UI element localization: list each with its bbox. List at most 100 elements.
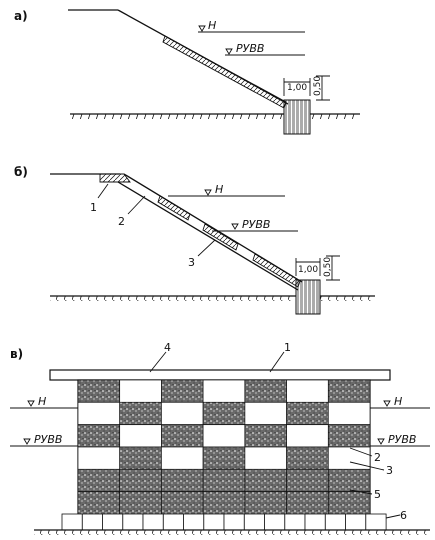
- plinth-block: [223, 513, 245, 531]
- wall-block-filled: [77, 424, 121, 448]
- wall-block-filled: [327, 379, 371, 403]
- wall-block-filled: [244, 468, 287, 492]
- panel-b-protection-1: [157, 195, 191, 221]
- panel-b-ground-hatch: [50, 296, 296, 301]
- wall-block-open: [119, 424, 162, 448]
- panel-b-water-low-marker: [231, 223, 239, 230]
- panel-a-dim-depth: [316, 75, 330, 101]
- panel-b: б) H РУВВ 1,00 0,50 1 2 3: [14, 165, 375, 315]
- panel-c-ground-hatch: [34, 530, 430, 535]
- wall-block-filled: [77, 468, 121, 492]
- panel-a-dim-depth-label: 0,50: [313, 76, 323, 96]
- panel-b-callout-1: 1: [90, 201, 97, 214]
- panel-b-callout-2: 2: [118, 215, 125, 228]
- wall-block-filled: [119, 401, 162, 425]
- panel-c-water-high-marker-right: [383, 400, 391, 407]
- plinth-block: [162, 513, 185, 531]
- panel-c-callout-2-line: [349, 447, 373, 457]
- panel-c-callout-6-line: [385, 514, 401, 519]
- panel-c-callout-5-line: [349, 489, 373, 495]
- wall-block-filled: [202, 491, 246, 515]
- wall-block-filled: [327, 491, 371, 515]
- panel-a: а) H РУВВ 1,00 0,50: [14, 9, 360, 135]
- wall-block-open: [327, 401, 371, 425]
- panel-b-protection-2: [202, 223, 239, 251]
- wall-block-filled: [244, 491, 287, 515]
- wall-block-open: [244, 401, 287, 425]
- wall-block-filled: [119, 446, 162, 470]
- panel-c-label: в): [10, 347, 23, 361]
- wall-block-filled: [286, 468, 329, 492]
- panel-c-callout-4: 4: [164, 341, 171, 354]
- wall-block-filled: [161, 424, 204, 448]
- plinth-block: [284, 513, 306, 531]
- panel-b-label: б): [14, 165, 28, 179]
- panel-b-protection-3: [252, 253, 301, 288]
- plinth-block: [243, 513, 266, 531]
- wall-block-open: [202, 424, 246, 448]
- wall-block-open: [77, 401, 121, 425]
- panel-a-toe-pile: [283, 99, 311, 135]
- panel-a-dim-width-label: 1,00: [287, 83, 307, 93]
- wall-block-open: [327, 446, 371, 470]
- panel-c: в) H H РУВВ РУВВ 4 1 2 3 5 6: [10, 341, 430, 535]
- panel-c-plinth: [61, 513, 387, 531]
- panel-b-callout-3: 3: [188, 256, 195, 269]
- plinth-block: [122, 513, 144, 531]
- wall-block-filled: [286, 491, 329, 515]
- wall-block-open: [161, 401, 204, 425]
- panel-a-water-high-marker: [198, 25, 206, 32]
- panel-a-water-high-label: H: [208, 19, 216, 32]
- panel-b-ground-hatch-right: [320, 296, 375, 301]
- panel-c-callout-1: 1: [284, 341, 291, 354]
- panel-c-water-low-marker-right: [377, 438, 385, 445]
- panel-a-ground-hatch-right: [310, 114, 360, 119]
- wall-block-filled: [327, 424, 371, 448]
- panel-c-blocks: [77, 379, 371, 515]
- wall-block-filled: [244, 424, 287, 448]
- plinth-block: [203, 513, 225, 531]
- panel-a-label: а): [14, 9, 28, 23]
- wall-block-open: [244, 446, 287, 470]
- wall-block-filled: [244, 379, 287, 403]
- panel-b-crest-block: [99, 173, 131, 183]
- panel-c-callout-1-line: [269, 351, 285, 373]
- wall-block-open: [286, 424, 329, 448]
- wall-block-filled: [119, 468, 162, 492]
- wall-block-filled: [161, 379, 204, 403]
- wall-block-open: [202, 379, 246, 403]
- wall-block-filled: [286, 401, 329, 425]
- plinth-block: [345, 513, 367, 531]
- wall-block-filled: [77, 379, 121, 403]
- wall-block-open: [161, 446, 204, 470]
- panel-b-slope-under: [117, 181, 299, 291]
- panel-b-water-high-marker: [204, 189, 212, 196]
- wall-block-filled: [119, 491, 162, 515]
- plinth-block: [81, 513, 104, 531]
- wall-block-filled: [202, 401, 246, 425]
- panel-a-dim-width: [283, 78, 311, 96]
- panel-b-water-high-label: H: [215, 183, 223, 196]
- wall-block-filled: [327, 468, 371, 492]
- wall-block-filled: [202, 468, 246, 492]
- wall-block-open: [77, 446, 121, 470]
- plinth-block: [183, 513, 205, 531]
- panel-c-water-low-right-label: РУВВ: [388, 433, 416, 446]
- plinth-block: [365, 513, 387, 531]
- panel-c-callout-6: 6: [400, 509, 407, 522]
- wall-block-open: [286, 379, 329, 403]
- wall-block-open: [119, 379, 162, 403]
- panel-b-callout-2-line: [127, 195, 146, 215]
- panel-a-water-low-label: РУВВ: [236, 42, 264, 55]
- panel-c-water-low-left-label: РУВВ: [34, 433, 62, 446]
- wall-block-filled: [77, 491, 121, 515]
- panel-c-callout-4-line: [149, 351, 167, 373]
- panel-c-callout-5: 5: [374, 488, 381, 501]
- plinth-block: [61, 513, 83, 531]
- plinth-block: [264, 513, 286, 531]
- panel-b-toe-pile: [295, 279, 321, 315]
- plinth-block: [102, 513, 124, 531]
- panel-a-ground-hatch: [70, 114, 284, 119]
